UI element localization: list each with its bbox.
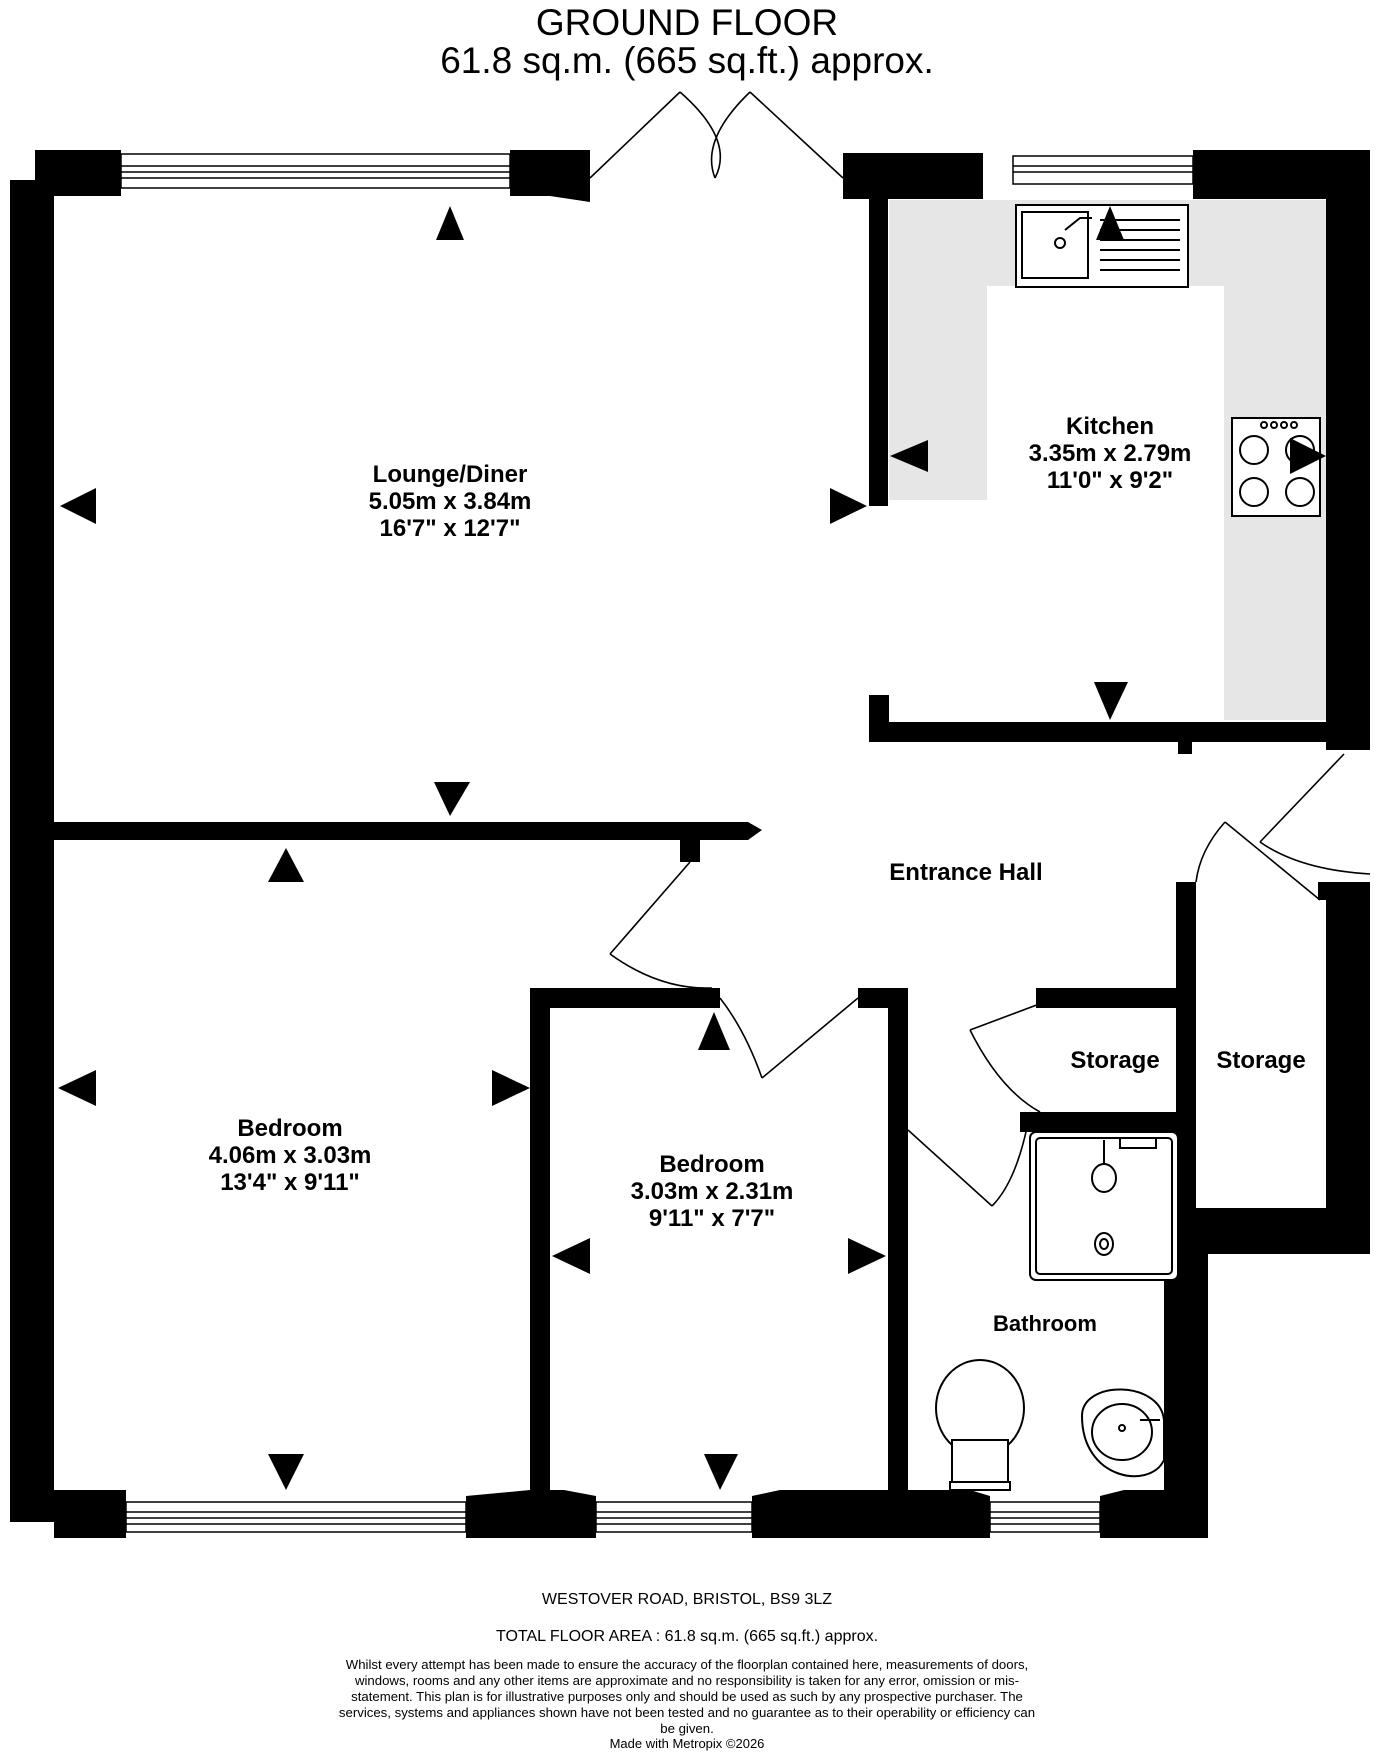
room-size-metric: 5.05m x 3.84m — [368, 487, 532, 515]
doors — [589, 91, 1371, 1207]
room-lounge-diner: Lounge/Diner 5.05m x 3.84m 16'7" x 12'7" — [300, 461, 600, 543]
room-name: Bedroom — [659, 1151, 765, 1178]
room-name: Storage — [1216, 1047, 1306, 1074]
room-storage-1: Storage — [1050, 1047, 1180, 1075]
dimension-arrows — [58, 206, 1326, 1490]
kitchen-sink — [1015, 204, 1189, 288]
room-size-imperial: 16'7" x 12'7" — [379, 514, 521, 542]
room-size-metric: 4.06m x 3.03m — [208, 1141, 372, 1169]
room-size-imperial: 13'4" x 9'11" — [220, 1168, 360, 1196]
room-bedroom-1: Bedroom 4.06m x 3.03m 13'4" x 9'11" — [140, 1115, 440, 1197]
wash-basin — [1080, 1388, 1165, 1478]
address: WESTOVER ROAD, BRISTOL, BS9 3LZ — [541, 1591, 833, 1608]
room-size-metric: 3.35m x 2.79m — [1028, 439, 1192, 467]
room-entrance-hall: Entrance Hall — [846, 859, 1086, 887]
room-bedroom-2: Bedroom 3.03m x 2.31m 9'11" x 7'7" — [562, 1151, 862, 1233]
walls — [10, 150, 1370, 1538]
room-name: Lounge/Diner — [372, 461, 528, 488]
total-floor-area: TOTAL FLOOR AREA : 61.8 sq.m. (665 sq.ft… — [495, 1628, 879, 1645]
floor-title: GROUND FLOOR — [535, 2, 839, 43]
room-name: Kitchen — [1065, 413, 1154, 440]
room-name: Entrance Hall — [889, 859, 1043, 886]
floor-area: 61.8 sq.m. (665 sq.ft.) approx. — [440, 40, 934, 81]
room-storage-2: Storage — [1196, 1047, 1326, 1075]
room-name: Bedroom — [237, 1115, 343, 1142]
windows — [120, 153, 1194, 1533]
room-size-imperial: 9'11" x 7'7" — [648, 1204, 776, 1232]
room-name: Storage — [1070, 1047, 1160, 1074]
room-size-imperial: 11'0" x 9'2" — [1046, 466, 1174, 494]
room-size-metric: 3.03m x 2.31m — [630, 1177, 794, 1205]
room-bathroom: Bathroom — [970, 1311, 1120, 1337]
toilet — [935, 1359, 1025, 1491]
shower-tray — [1029, 1131, 1179, 1281]
disclaimer: Whilst every attempt has been made to en… — [338, 1657, 1036, 1736]
room-name: Bathroom — [993, 1311, 1097, 1336]
room-kitchen: Kitchen 3.35m x 2.79m 11'0" x 9'2" — [960, 413, 1260, 495]
metropix-credit: Made with Metropix ©2026 — [609, 1736, 765, 1751]
hob — [1231, 417, 1321, 517]
